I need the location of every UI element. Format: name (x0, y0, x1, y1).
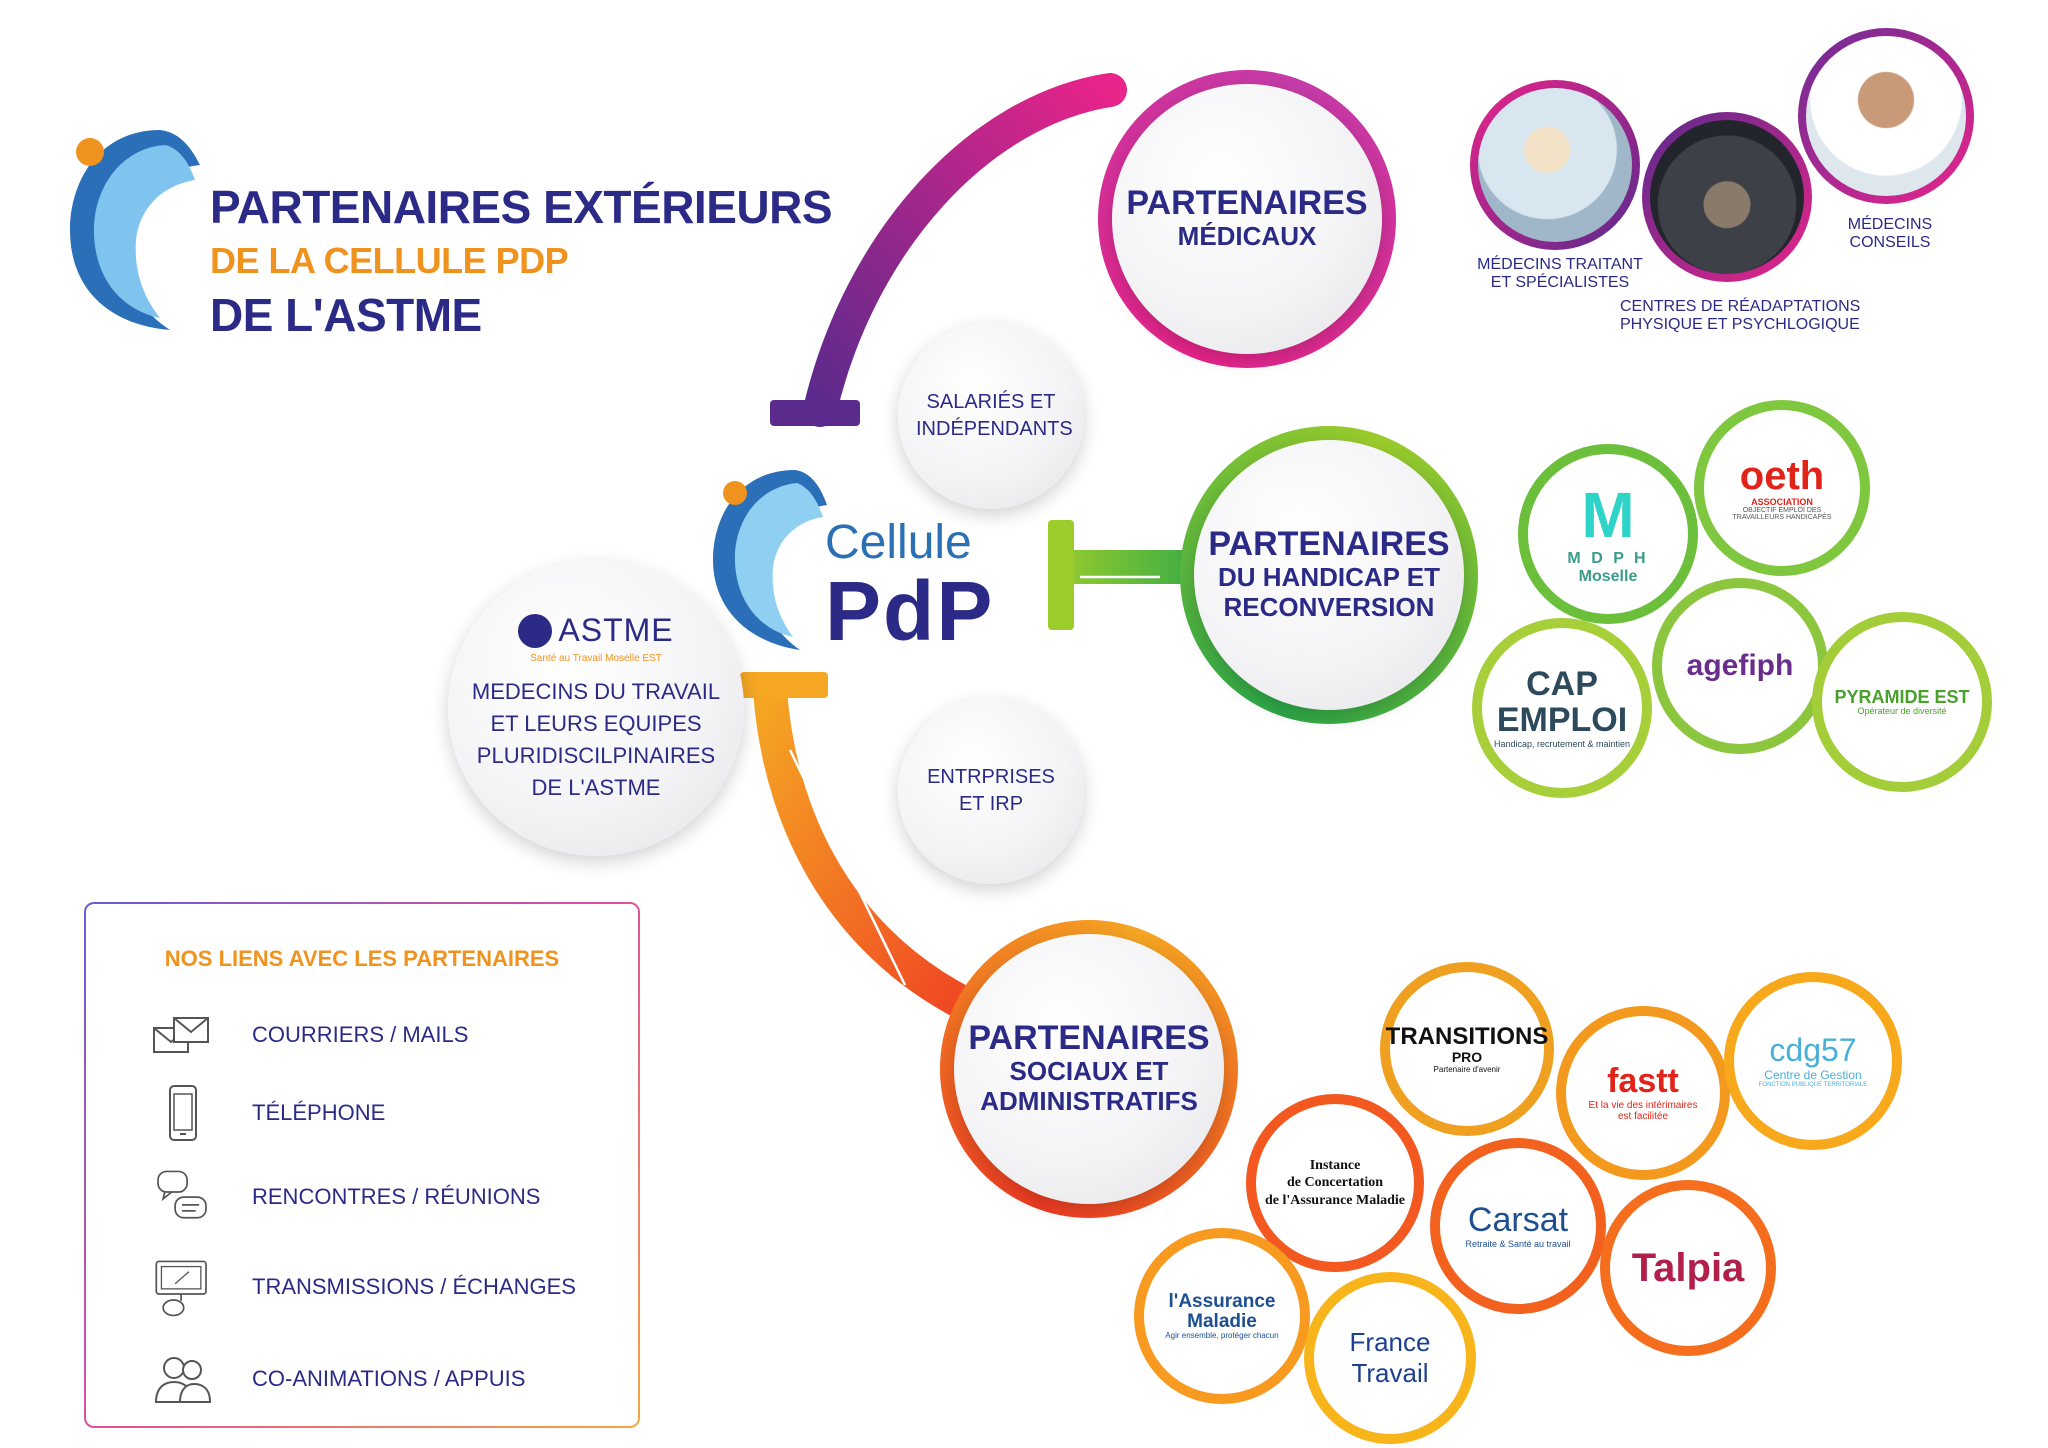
legend-label-mails: COURRIERS / MAILS (252, 1022, 469, 1047)
social-hub-sub-1: SOCIAUX ET (1009, 1055, 1169, 1086)
carsat-logo: Carsat Retraite & Santé au travail (1430, 1138, 1606, 1314)
astme-logo-text: ASTME (558, 612, 674, 649)
legend-label-co-animations: CO-ANIMATIONS / APPUIS (252, 1366, 526, 1391)
france-travail-logo: France Travail (1304, 1272, 1476, 1444)
title-block: PARTENAIRES EXTÉRIEURS DE LA CELLULE PDP… (60, 110, 833, 350)
legend-item-mails: COURRIERS / MAILS (150, 1006, 610, 1066)
social-arc (753, 673, 1017, 1037)
social-hub-sub-2: ADMINISTRATIFS (980, 1085, 1198, 1116)
speech-bubbles-icon (157, 1170, 207, 1219)
photo-group-session (1642, 112, 1812, 282)
legend-item-co-animations: CO-ANIMATIONS / APPUIS (150, 1350, 610, 1410)
title-line-1: PARTENAIRES EXTÉRIEURS (210, 181, 833, 233)
instance-concertation-logo: Instance de Concertation de l'Assurance … (1246, 1094, 1424, 1272)
entreprises-label: ENTRPRISES ET IRP (927, 766, 1055, 815)
legend-item-transmissions: TRANSMISSIONS / ÉCHANGES (150, 1258, 610, 1318)
phone-icon (169, 1085, 197, 1141)
title-line-3: DE L'ASTME (210, 289, 482, 341)
transitions-pro-logo: TRANSITIONS PRO Partenaire d'avenir (1380, 962, 1554, 1136)
medical-hub-title: PARTENAIRES (1126, 184, 1368, 223)
caption-centres: CENTRES DE RÉADAPTATIONS PHYSIQUE ET PSY… (1620, 298, 1861, 334)
handicap-hub-title: PARTENAIRES (1208, 525, 1450, 564)
doctor-portrait-image (1806, 36, 1966, 196)
legend-label-transmissions: TRANSMISSIONS / ÉCHANGES (252, 1274, 576, 1299)
photo-doctor-writing (1470, 80, 1640, 250)
doctor-writing-image (1478, 88, 1632, 242)
legend-item-phone: TÉLÉPHONE (150, 1084, 610, 1144)
handicap-hub-sub-2: RECONVERSION (1223, 591, 1435, 622)
caption-medecins-conseils: MÉDECINS CONSEILS (1847, 216, 1933, 252)
social-arrow (788, 749, 907, 986)
astme-text-line-4: DE L'ASTME (531, 774, 661, 800)
legend-title: NOS LIENS AVEC LES PARTENAIRES (164, 946, 560, 971)
caption-medecins-traitant: MÉDECINS TRAITANT ET SPÉCIALISTES (1477, 256, 1643, 292)
medical-arc (803, 73, 1127, 427)
handicap-hub-sub-1: DU HANDICAP ET (1218, 561, 1440, 592)
social-hub: PARTENAIRES SOCIAUX ET ADMINISTRATIFS (954, 934, 1224, 1204)
medical-arrow (894, 189, 1041, 331)
cellule-pdp-logo: Cellule PdP (705, 445, 1035, 685)
cap-emploi-logo: CAP EMPLOI Handicap, recrutement & maint… (1472, 618, 1652, 798)
cdg57-logo: cdg57 Centre de Gestion FONCTION PUBLIQU… (1724, 972, 1902, 1150)
legend-label-meetings: RENCONTRES / RÉUNIONS (252, 1184, 541, 1209)
monitor-icon (155, 1260, 207, 1317)
legend-label-phone: TÉLÉPHONE (252, 1100, 386, 1125)
oeth-logo: oeth ASSOCIATION OBJECTIF EMPLOI DES TRA… (1694, 400, 1870, 576)
people-icon (154, 1357, 212, 1403)
pyramide-est-logo: PYRAMIDE EST Opérateur de diversité (1812, 612, 1992, 792)
astme-logo-tagline: Santé au Travail Moselle EST (530, 653, 662, 665)
envelopes-icon (153, 1017, 209, 1053)
astme-text-line-1: MEDECINS DU TRAVAIL (471, 679, 721, 705)
title-line-2: DE LA CELLULE PDP (210, 240, 569, 281)
agefiph-logo: agefiph (1652, 578, 1828, 754)
social-hub-title: PARTENAIRES (968, 1019, 1210, 1058)
fastt-logo: fastt Et la vie des intérimaires est fac… (1556, 1006, 1730, 1180)
salaries-circle: SALARIÉS ET INDÉPENDANTS (898, 323, 1084, 509)
astme-circle: ASTME Santé au Travail Moselle EST MEDEC… (448, 560, 744, 856)
astme-text-line-3: PLURIDISCILPINAIRES (476, 743, 716, 768)
astme-text-line-2: ET LEURS EQUIPES (490, 711, 702, 737)
assurance-maladie-logo: l'Assurance Maladie Agir ensemble, proté… (1134, 1228, 1310, 1404)
cellule-word: Cellule (825, 516, 972, 569)
legend-item-meetings: RENCONTRES / RÉUNIONS (150, 1168, 610, 1228)
medical-hub-subtitle: MÉDICAUX (1177, 220, 1317, 251)
legend-panel: NOS LIENS AVEC LES PARTENAIRES COURRIERS… (84, 902, 640, 1428)
astme-logo: ASTME (518, 612, 673, 649)
photo-doctor-portrait (1798, 28, 1974, 204)
salaries-label: SALARIÉS ET INDÉPENDANTS (916, 391, 1073, 440)
medical-hub: PARTENAIRES MÉDICAUX (1112, 84, 1382, 354)
astme-head-logo (70, 130, 200, 330)
cellule-head-icon (713, 470, 827, 650)
astme-logo-mark-icon (518, 613, 553, 648)
handicap-hub: PARTENAIRES DU HANDICAP ET RECONVERSION (1194, 440, 1464, 710)
talpia-logo: Talpia (1600, 1180, 1776, 1356)
pdp-word: PdP (825, 564, 995, 658)
group-session-image (1650, 120, 1804, 274)
entreprises-circle: ENTRPRISES ET IRP (898, 698, 1084, 884)
mdph-logo: M M D P H Moselle (1518, 444, 1698, 624)
